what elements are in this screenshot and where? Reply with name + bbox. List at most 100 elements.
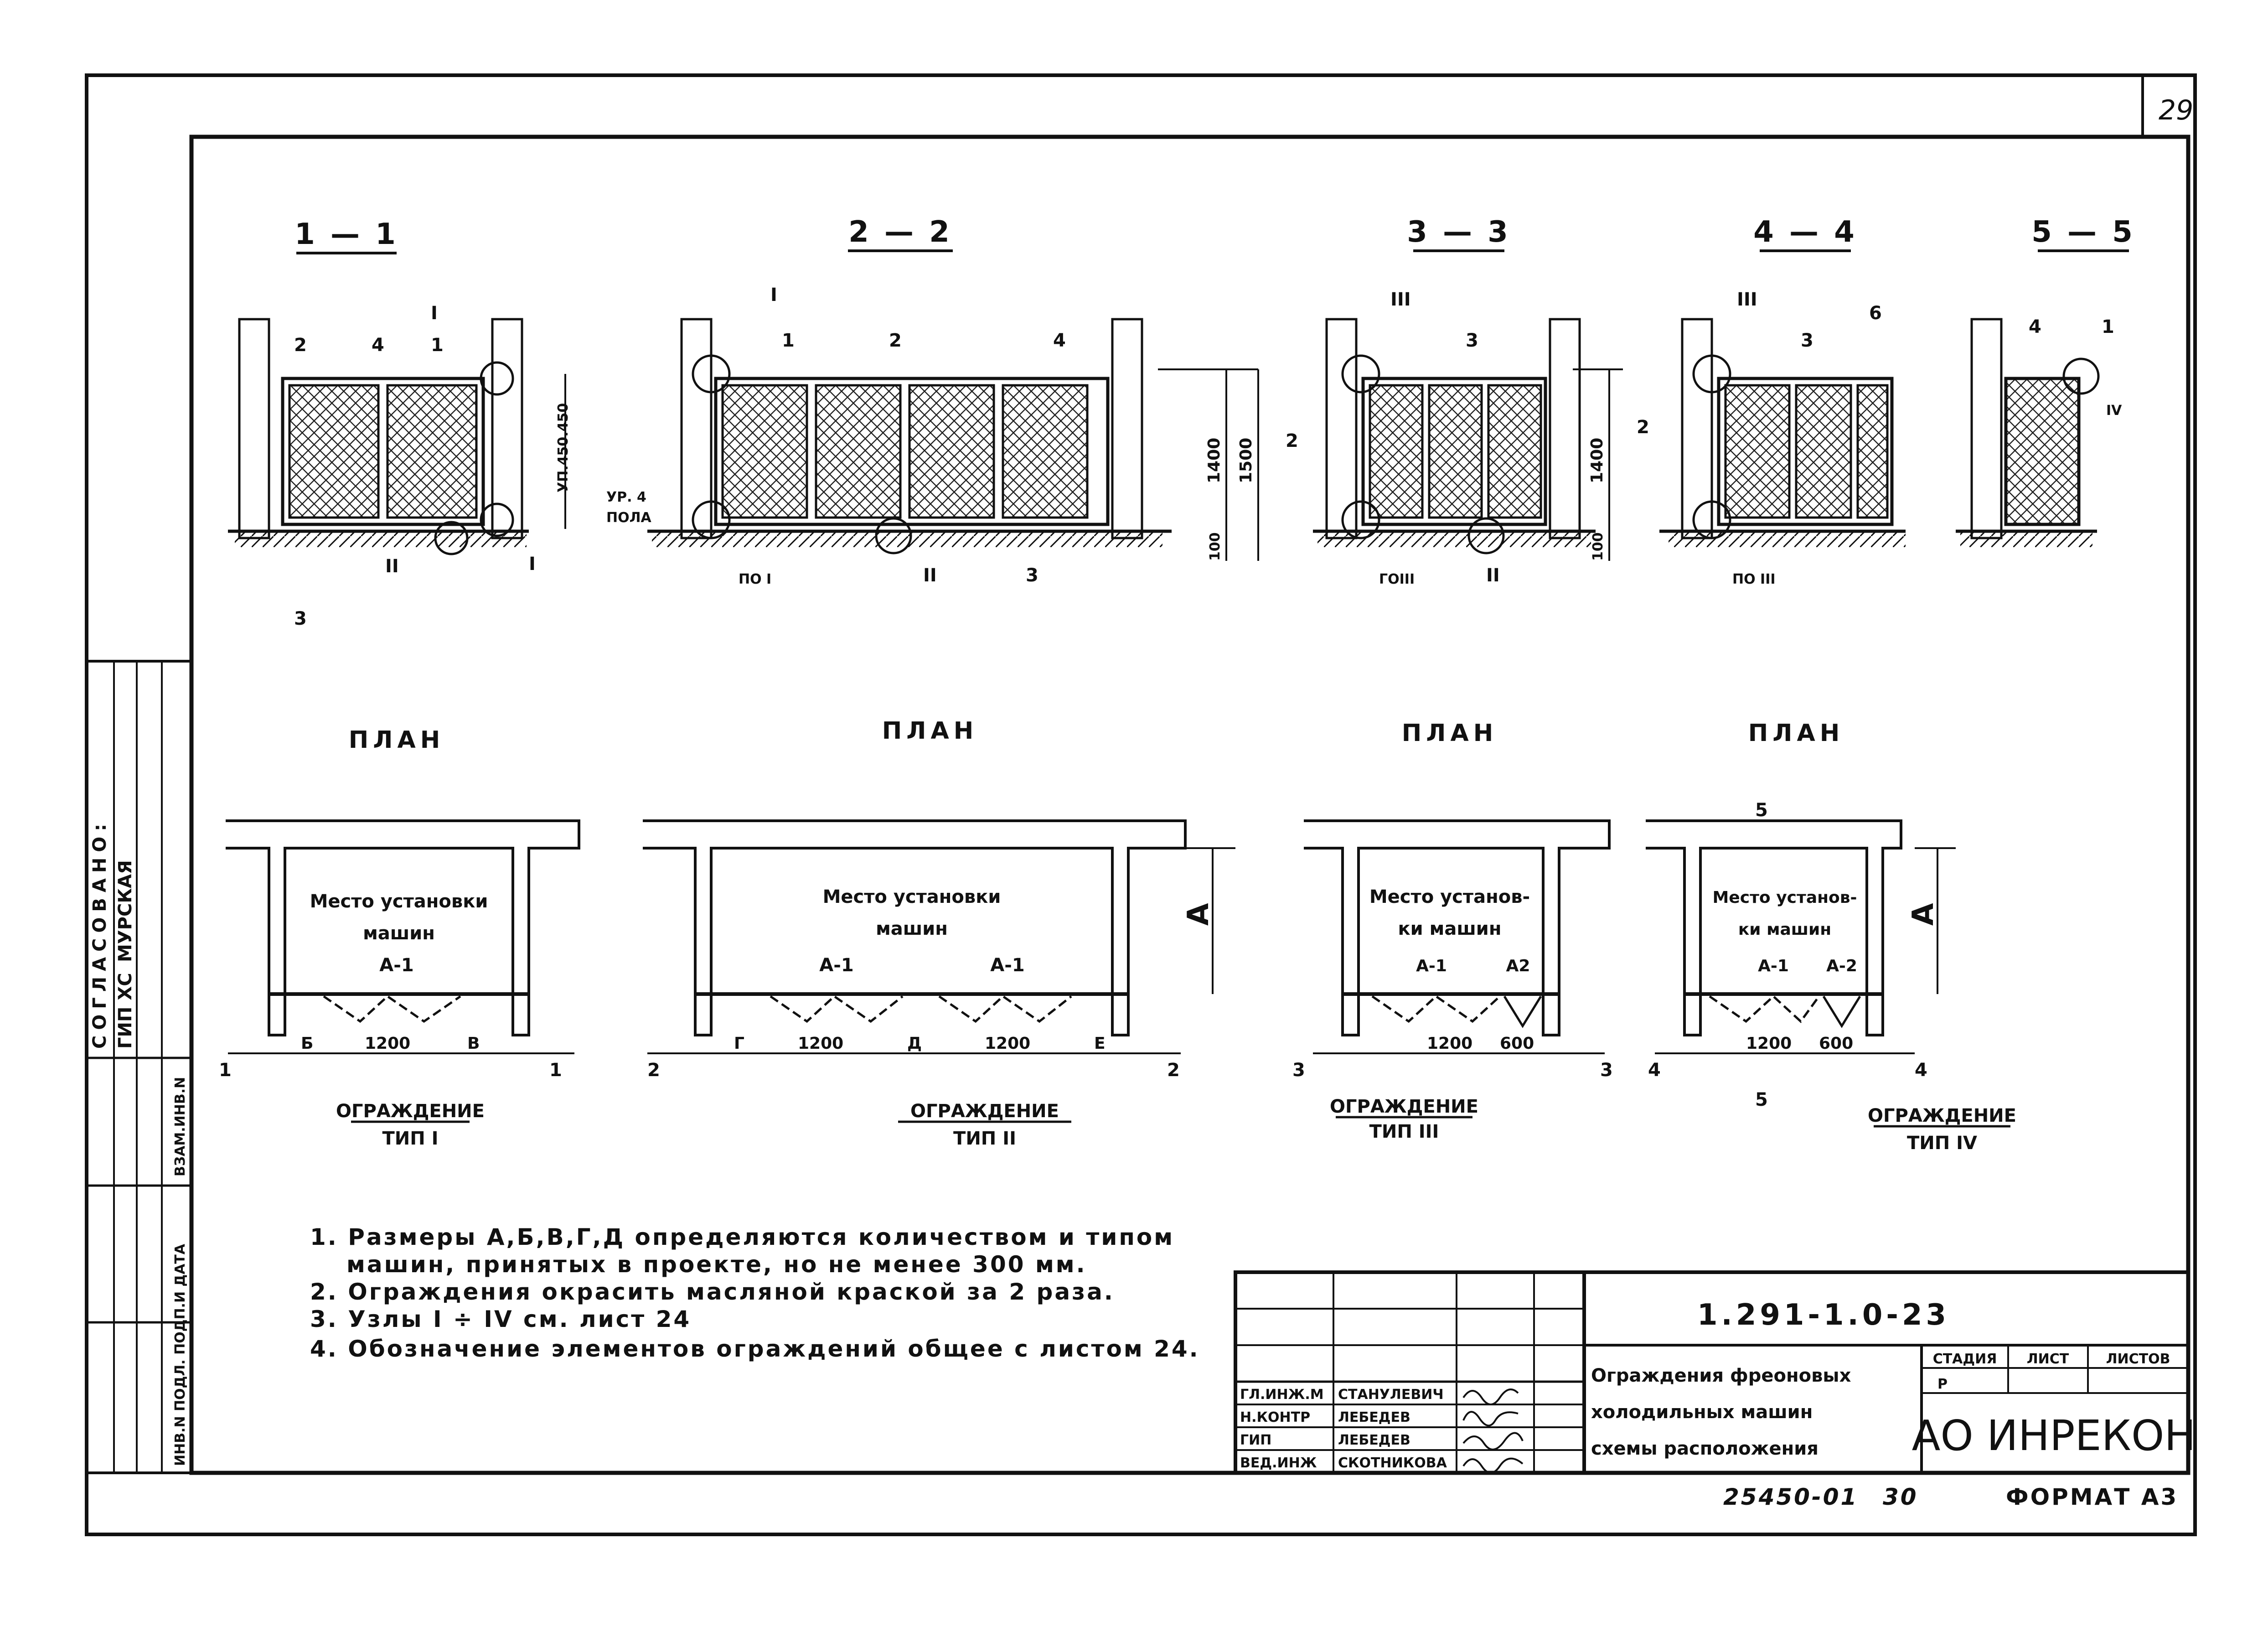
sec1-callout-I-b: I bbox=[529, 554, 536, 575]
plan2-dim-e: Е bbox=[1094, 1034, 1106, 1053]
sec3-callout-III: III bbox=[1390, 289, 1411, 310]
plan1-dim-b: Б bbox=[301, 1034, 313, 1053]
sec3-callout-II: II bbox=[1486, 565, 1500, 586]
plan4-cut-left: 4 bbox=[1648, 1060, 1661, 1081]
plan4-dim-600: 600 bbox=[1819, 1034, 1853, 1053]
archive-number: 25450-01 bbox=[1723, 1484, 1858, 1510]
note-1-cont: машин, принятых в проекте, но не менее 3… bbox=[346, 1251, 1087, 1278]
section-title-1: 1 — 1 bbox=[294, 218, 398, 251]
plan2-unit-1: А-1 bbox=[819, 955, 853, 976]
plan1-cut-right: 1 bbox=[549, 1060, 562, 1081]
sec1-callout-1: 1 bbox=[431, 335, 444, 356]
sec5-callout-4: 4 bbox=[2029, 316, 2041, 337]
sec2-callout-II: II bbox=[923, 565, 937, 586]
plan3-label-2: ки машин bbox=[1398, 918, 1502, 939]
sec4-callout-3: 3 bbox=[1801, 330, 1813, 351]
left-approval-strip: СОГЛАСОВАНО: ГИП ХС МУРСКАЯ ВЗАМ.ИНВ.N И… bbox=[85, 660, 193, 1474]
sec5-callout-1: 1 bbox=[2102, 316, 2114, 337]
strip-name: МУРСКАЯ bbox=[115, 860, 136, 962]
plan-4 bbox=[1646, 819, 1956, 1054]
paper-format: ФОРМАТ А3 bbox=[2006, 1484, 2178, 1510]
plan2-dim-1200b: 1200 bbox=[985, 1034, 1030, 1053]
sec1-callout-4: 4 bbox=[372, 335, 384, 356]
plan4-dim-1200: 1200 bbox=[1746, 1034, 1792, 1053]
title-line-3: схемы расположения bbox=[1591, 1438, 1819, 1459]
sec4-dim-1400: 1400 bbox=[1588, 438, 1607, 483]
signer-role-4: ВЕД.ИНЖ bbox=[1240, 1455, 1317, 1471]
plan2-fence-type: ОГРАЖДЕНИЕ bbox=[910, 1101, 1059, 1122]
sec2-callout-3: 3 bbox=[1026, 565, 1038, 586]
plan1-cut-left: 1 bbox=[219, 1060, 232, 1081]
plan3-unit-2: А2 bbox=[1506, 957, 1530, 975]
section-4-elevation bbox=[1573, 318, 1906, 561]
sec4-callout-6: 6 bbox=[1869, 303, 1882, 324]
section-title-2: 2 — 2 bbox=[848, 215, 952, 249]
plan2-dim-1200a: 1200 bbox=[798, 1034, 843, 1053]
sec2-callout-2: 2 bbox=[889, 330, 902, 351]
title-line-1: Ограждения фреоновых bbox=[1591, 1365, 1851, 1386]
plan2-dim-g: Г bbox=[734, 1034, 744, 1053]
plan3-unit-1: А-1 bbox=[1416, 957, 1447, 975]
plan3-dim-600: 600 bbox=[1500, 1034, 1534, 1053]
title-block bbox=[1234, 1270, 2190, 1475]
plan2-fence-num: ТИП II bbox=[953, 1128, 1016, 1149]
sec1-callout-2: 2 bbox=[294, 335, 307, 356]
sec2-callout-1: 1 bbox=[782, 330, 795, 351]
sec4-callout-poIII: ПО III bbox=[1732, 571, 1776, 587]
plan3-dim-1200: 1200 bbox=[1427, 1034, 1472, 1053]
page-number: 29 bbox=[2159, 94, 2193, 126]
signer-role-1: ГЛ.ИНЖ.М bbox=[1240, 1387, 1324, 1403]
sec2-callout-I: I bbox=[770, 285, 777, 306]
plan2-cut-right: 2 bbox=[1167, 1060, 1180, 1081]
section-1-elevation bbox=[228, 318, 566, 555]
plan1-fence-num: ТИП I bbox=[382, 1128, 438, 1149]
sec2-dim-100: 100 bbox=[1207, 532, 1223, 561]
sec1-dim-up: УП.450.450 bbox=[555, 403, 571, 492]
sec3-callout-goIII: ГОIII bbox=[1379, 571, 1415, 587]
plan4-label-1: Место установ- bbox=[1712, 888, 1857, 907]
plan2-label-1: Место установки bbox=[823, 886, 1001, 907]
plan3-label-1: Место установ- bbox=[1369, 886, 1530, 907]
dim-a-plan2: А bbox=[1182, 900, 1215, 926]
header-sheets: ЛИСТОВ bbox=[2106, 1351, 2170, 1367]
sec3-callout-2: 2 bbox=[1286, 430, 1298, 451]
sec4-dim-100: 100 bbox=[1590, 532, 1606, 561]
sec2-callout-4: 4 bbox=[1053, 330, 1066, 351]
plan4-unit-1: А-1 bbox=[1758, 957, 1789, 975]
note-1: 1. Размеры А,Б,В,Г,Д определяются количе… bbox=[310, 1224, 1174, 1250]
dim-a-plan4: А bbox=[1906, 900, 1940, 926]
plan4-unit-2: А-2 bbox=[1826, 957, 1857, 975]
sec4-callout-III: III bbox=[1737, 289, 1757, 310]
drawing-code: 1.291-1.0-23 bbox=[1697, 1298, 1950, 1332]
plan2-label-2: машин bbox=[876, 918, 948, 939]
header-sheet: ЛИСТ bbox=[2027, 1351, 2069, 1367]
plan4-cut-top: 5 bbox=[1755, 800, 1768, 821]
sec2-dim-1500: 1500 bbox=[1237, 438, 1255, 483]
section-5-elevation bbox=[1956, 318, 2100, 547]
header-stage: СТАДИЯ bbox=[1933, 1351, 1997, 1367]
plan3-fence-num: ТИП III bbox=[1369, 1121, 1439, 1142]
section-3-elevation bbox=[1313, 318, 1596, 554]
section-title-3: 3 — 3 bbox=[1407, 215, 1511, 249]
sec5-callout-IV: IV bbox=[2106, 403, 2122, 419]
signer-role-2: Н.КОНТР bbox=[1240, 1409, 1310, 1425]
plan4-cut-right: 4 bbox=[1915, 1060, 1927, 1081]
strip-role: ГИП ХС bbox=[115, 973, 136, 1049]
plan1-fence-type: ОГРАЖДЕНИЕ bbox=[336, 1101, 485, 1122]
plan3-fence-type: ОГРАЖДЕНИЕ bbox=[1330, 1096, 1478, 1117]
plan1-dim-1200: 1200 bbox=[365, 1034, 410, 1053]
plan-title-3: ПЛАН bbox=[1402, 720, 1498, 747]
plan-3 bbox=[1304, 819, 1611, 1054]
stage-value: Р bbox=[1937, 1376, 1948, 1392]
plan2-dim-d: Д bbox=[907, 1034, 922, 1053]
plan2-cut-left: 2 bbox=[647, 1060, 660, 1081]
signer-role-3: ГИП bbox=[1240, 1432, 1271, 1448]
section-2-elevation bbox=[647, 318, 1259, 561]
sec1-callout-I: I bbox=[431, 303, 438, 324]
plan-title-1: ПЛАН bbox=[349, 726, 444, 754]
plan-title-4: ПЛАН bbox=[1748, 720, 1844, 747]
plan4-label-2: ки машин bbox=[1738, 920, 1831, 939]
sec1-callout-3: 3 bbox=[294, 608, 307, 629]
strip-inv-sign: ИНВ.N ПОДЛ. ПОДП.И ДАТА bbox=[172, 1243, 188, 1466]
plan3-cut-right: 3 bbox=[1600, 1060, 1613, 1081]
